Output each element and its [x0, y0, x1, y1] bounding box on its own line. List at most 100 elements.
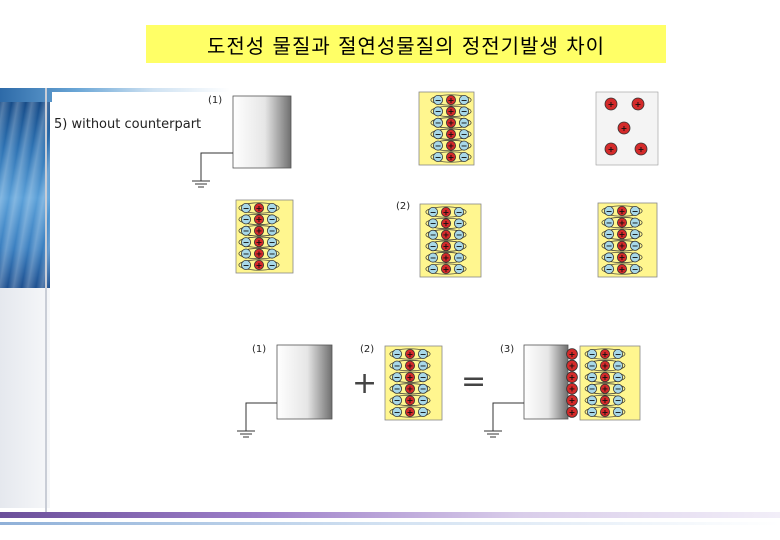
- label-bottom-1: (1): [252, 344, 266, 355]
- conductor-block: [277, 345, 332, 419]
- plus-sign: +: [635, 100, 642, 109]
- minus-sign: −: [435, 130, 442, 139]
- plus-sign: +: [443, 253, 450, 262]
- minus-sign: −: [632, 265, 639, 274]
- minus-sign: −: [632, 230, 639, 239]
- minus-sign: −: [606, 242, 613, 251]
- minus-sign: −: [456, 242, 463, 251]
- minus-sign: −: [243, 261, 250, 270]
- minus-sign: −: [269, 204, 276, 213]
- panel-dipoles-bottom: −+−−+−−+−−+−−+−−+−: [385, 346, 442, 420]
- plus-sign: +: [608, 145, 615, 154]
- conductor-bottom-1: [237, 345, 332, 437]
- minus-sign: −: [394, 361, 401, 370]
- minus-sign: −: [435, 96, 442, 105]
- plus-sign: +: [256, 215, 263, 224]
- plus-sign: +: [448, 153, 455, 162]
- ground-wire: [493, 403, 524, 431]
- plus-sign: +: [619, 265, 626, 274]
- minus-sign: −: [394, 408, 401, 417]
- plus-sign: +: [608, 100, 615, 109]
- minus-sign: −: [461, 119, 468, 128]
- plus-sign: +: [256, 238, 263, 247]
- minus-sign: −: [420, 396, 427, 405]
- minus-sign: −: [243, 227, 250, 236]
- bottom-decor-bar-2: [0, 522, 780, 525]
- minus-sign: −: [269, 227, 276, 236]
- minus-sign: −: [430, 219, 437, 228]
- panel-combined: +−+−+−+−+−+−+−+−+−+−+−+−: [567, 346, 640, 420]
- minus-sign: −: [420, 350, 427, 359]
- plus-sign: +: [619, 253, 626, 262]
- minus-sign: −: [394, 350, 401, 359]
- plus-sign: +: [569, 385, 576, 394]
- minus-sign: −: [394, 373, 401, 382]
- plus-sign: +: [619, 207, 626, 216]
- panel-free-charges: +++++: [596, 92, 658, 165]
- minus-sign: −: [430, 253, 437, 262]
- label-bottom-2: (2): [360, 344, 374, 355]
- conductor-bottom-3: [484, 345, 568, 437]
- minus-sign: −: [606, 230, 613, 239]
- conductor-block: [524, 345, 568, 419]
- minus-sign: −: [456, 265, 463, 274]
- minus-sign: −: [632, 242, 639, 251]
- minus-sign: −: [632, 218, 639, 227]
- plus-sign: +: [569, 373, 576, 382]
- panel-dipoles-right: −+−−+−−+−−+−−+−−+−: [598, 203, 657, 277]
- minus-sign: −: [435, 141, 442, 150]
- minus-sign: −: [269, 215, 276, 224]
- minus-sign: −: [420, 408, 427, 417]
- minus-sign: −: [461, 130, 468, 139]
- plus-sign: +: [443, 265, 450, 274]
- minus-sign: −: [435, 153, 442, 162]
- plus-sign: +: [569, 408, 576, 417]
- minus-sign: −: [430, 231, 437, 240]
- minus-sign: −: [606, 218, 613, 227]
- minus-sign: −: [589, 408, 596, 417]
- plus-operator: +: [352, 366, 377, 401]
- plus-sign: +: [256, 204, 263, 213]
- plus-sign: +: [602, 350, 609, 359]
- plus-sign: +: [407, 373, 414, 382]
- plus-sign: +: [448, 119, 455, 128]
- plus-sign: +: [569, 350, 576, 359]
- minus-sign: −: [589, 396, 596, 405]
- ground-wire: [201, 153, 233, 181]
- minus-sign: −: [456, 208, 463, 217]
- minus-sign: −: [435, 119, 442, 128]
- plus-sign: +: [443, 231, 450, 240]
- plus-sign: +: [602, 373, 609, 382]
- plus-sign: +: [443, 208, 450, 217]
- minus-sign: −: [606, 253, 613, 262]
- plus-sign: +: [448, 107, 455, 116]
- minus-sign: −: [394, 385, 401, 394]
- plus-sign: +: [443, 242, 450, 251]
- minus-sign: −: [589, 361, 596, 370]
- conductor-block: [233, 96, 291, 168]
- label-top-1: (1): [208, 95, 222, 106]
- minus-sign: −: [420, 385, 427, 394]
- minus-sign: −: [606, 265, 613, 274]
- minus-sign: −: [394, 396, 401, 405]
- plus-sign: +: [621, 124, 628, 133]
- minus-sign: −: [435, 107, 442, 116]
- minus-sign: −: [589, 373, 596, 382]
- minus-sign: −: [606, 207, 613, 216]
- minus-sign: −: [615, 385, 622, 394]
- plus-sign: +: [569, 361, 576, 370]
- minus-sign: −: [430, 208, 437, 217]
- plus-sign: +: [407, 350, 414, 359]
- plus-sign: +: [407, 385, 414, 394]
- minus-sign: −: [589, 385, 596, 394]
- minus-sign: −: [420, 373, 427, 382]
- minus-sign: −: [269, 238, 276, 247]
- plus-sign: +: [602, 408, 609, 417]
- equals-operator: =: [461, 364, 486, 399]
- minus-sign: −: [461, 107, 468, 116]
- ground-wire: [246, 403, 277, 431]
- plus-sign: +: [443, 219, 450, 228]
- plus-sign: +: [256, 249, 263, 258]
- conductor-top: [192, 96, 291, 187]
